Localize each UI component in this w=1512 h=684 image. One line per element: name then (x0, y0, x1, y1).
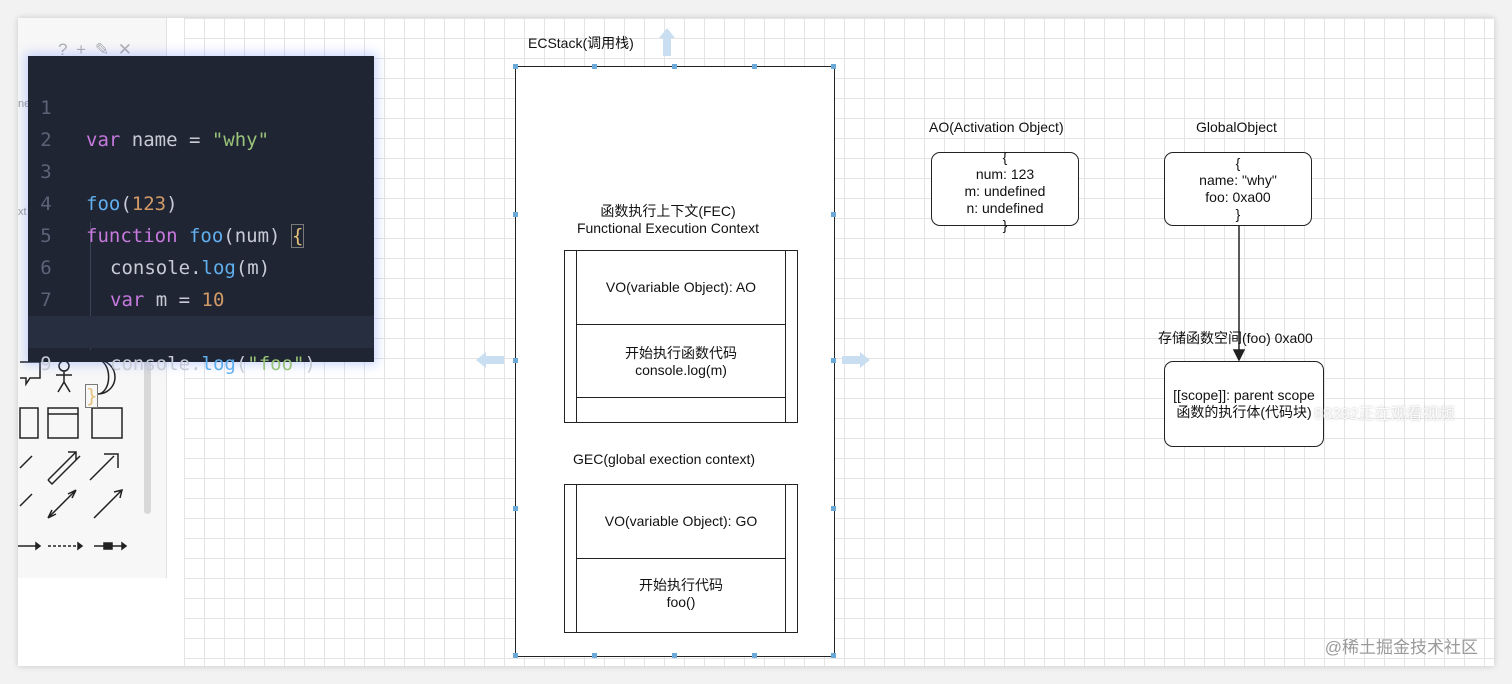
ecstack-label: ECStack(调用栈) (528, 35, 634, 51)
code-line: 2 (28, 92, 374, 151)
resize-guide-arrow-icon (476, 28, 870, 368)
line-number: 6 (40, 257, 52, 279)
moon-shape-icon[interactable] (97, 359, 116, 395)
fec-vo-cell: VO(variable Object): AO (577, 251, 785, 325)
keyword-token: function (86, 225, 178, 247)
function-token: log (201, 353, 236, 375)
code-token: ) (166, 193, 178, 215)
fec-title: 函数执行上下文(FEC) Functional Execution Contex… (576, 203, 760, 236)
selection-handle[interactable] (513, 64, 518, 69)
selection-handle[interactable] (831, 653, 836, 658)
global-object-title: GlobalObject (1196, 119, 1277, 135)
code-token: m = (144, 289, 202, 311)
line-number: 5 (40, 225, 52, 247)
code-line: 4 function foo(num) { (28, 156, 374, 248)
function-token: foo (188, 225, 224, 247)
selection-handle[interactable] (672, 64, 677, 69)
selection-handle[interactable] (513, 506, 518, 511)
line-number: 4 (40, 193, 52, 215)
panel-side-label: ne (18, 98, 31, 110)
code-token: (m) (235, 257, 271, 279)
code-token: ( (235, 353, 248, 375)
string-token: "why" (211, 129, 270, 151)
line-number: 3 (40, 161, 52, 183)
panel-side-label: xt (18, 206, 27, 218)
shape-library (18, 356, 158, 556)
line-number: 1 (40, 97, 52, 119)
code-line-active: 9 } (28, 316, 374, 408)
string-token: "foo" (247, 353, 305, 375)
indent-guide (90, 222, 91, 350)
global-object-box[interactable]: { name: "why" foo: 0xa00 } (1164, 152, 1312, 226)
selection-handle[interactable] (513, 653, 518, 658)
selection-handle[interactable] (831, 64, 836, 69)
app-window: ? + ✎ ✕ ne xt (18, 18, 1494, 666)
connector-shape-icon[interactable] (18, 541, 128, 551)
selection-handle[interactable] (513, 358, 518, 363)
line-number: 2 (40, 129, 52, 151)
gec-vo-cell: VO(variable Object): GO (577, 485, 785, 559)
code-line: 3 foo(123) (28, 124, 374, 215)
diagram-canvas[interactable] (184, 18, 1494, 666)
fec-box[interactable]: VO(variable Object): AO 开始执行函数代码 console… (564, 250, 798, 423)
func-space-title: 存储函数空间(foo) 0xa00 (1158, 330, 1313, 346)
selection-handle[interactable] (831, 506, 836, 511)
callout-shape-icon[interactable] (20, 361, 41, 387)
number-token: 123 (131, 193, 167, 215)
selection-handle[interactable] (831, 212, 836, 217)
brace-token: { (290, 224, 305, 248)
line-shape-icon[interactable] (19, 488, 124, 519)
global-to-funcspace-arrow (1232, 226, 1246, 362)
selection-handle[interactable] (752, 653, 757, 658)
gec-body-cell: 开始执行代码 foo() (639, 577, 723, 610)
rectangle-shape-icon[interactable] (19, 407, 123, 439)
selection-handle[interactable] (592, 64, 597, 69)
selection-handle[interactable] (592, 653, 597, 658)
code-token: ( (120, 193, 132, 215)
func-space-box[interactable]: [[scope]]: parent scope 函数的执行体(代码块) (1164, 361, 1324, 447)
viewer-overlay-text: 88392正在观看视频 (1314, 406, 1455, 423)
ao-box[interactable]: { num: 123 m: undefined n: undefined } (931, 149, 1079, 233)
ao-title: AO(Activation Object) (929, 119, 1064, 135)
code-token: name = (120, 129, 212, 151)
selection-handle[interactable] (672, 653, 677, 658)
line-number: 9 (40, 353, 52, 375)
brace-token: } (84, 384, 99, 408)
arrow-shape-icon[interactable] (19, 451, 119, 486)
code-token: console. (110, 353, 202, 375)
gec-box[interactable]: VO(variable Object): GO 开始执行代码 foo() (564, 484, 798, 633)
code-line: 6 var m = 10 (28, 220, 374, 311)
code-token: (num) (223, 225, 292, 247)
panel-toolbar[interactable]: ? + ✎ ✕ (58, 40, 135, 59)
number-token: 10 (201, 289, 225, 311)
function-token: log (201, 257, 236, 279)
selection-handle[interactable] (752, 64, 757, 69)
keyword-token: var (110, 289, 145, 311)
selection-handle[interactable] (831, 358, 836, 363)
code-token: console. (110, 257, 202, 279)
diagram-connectors (476, 28, 1246, 368)
fec-body-cell: 开始执行函数代码 console.log(m) (577, 325, 785, 398)
line-number: 7 (40, 289, 52, 311)
keyword-token: var (86, 129, 121, 151)
gec-title: GEC(global exection context) (573, 451, 756, 467)
code-token: ) (304, 353, 316, 375)
site-watermark: @稀土掘金技术社区 (1324, 638, 1478, 657)
function-token: foo (86, 193, 121, 215)
code-line: 1 var name = "why" (28, 60, 374, 151)
code-line: 5 console.log(m) (28, 188, 374, 279)
code-editor[interactable]: 1 var name = "why" 2 3 foo(123) 4 functi… (28, 56, 374, 408)
selection-handle[interactable] (513, 212, 518, 217)
